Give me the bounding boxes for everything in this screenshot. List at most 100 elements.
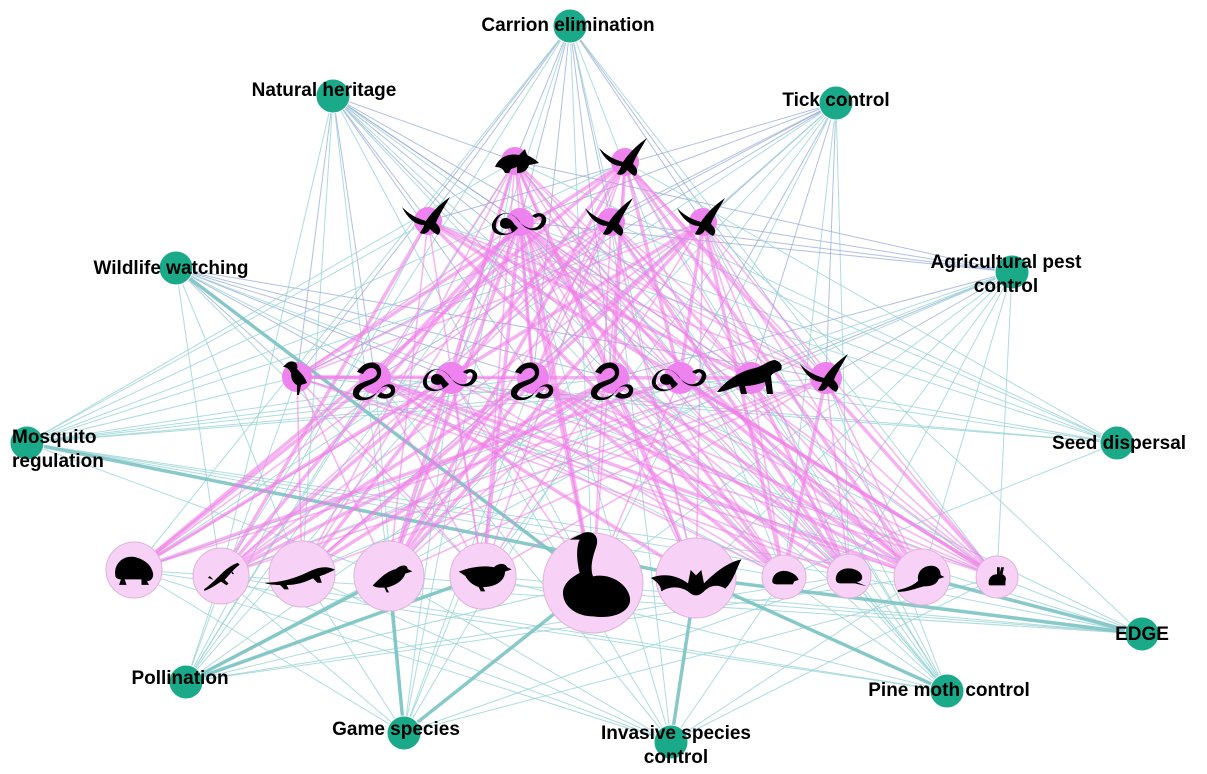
service-edge bbox=[296, 25, 571, 378]
service-label-wildlife: Wildlife watching bbox=[94, 258, 249, 279]
species-node-songbird[interactable] bbox=[353, 540, 425, 612]
trophic-edge bbox=[133, 377, 752, 571]
species-node-fox[interactable] bbox=[495, 147, 539, 175]
service-node-heritage[interactable] bbox=[315, 78, 351, 114]
trophic-edge bbox=[450, 221, 612, 379]
species-node-eagle-b[interactable] bbox=[677, 198, 725, 236]
service-edge-strong bbox=[185, 574, 484, 684]
service-node-pine[interactable] bbox=[929, 673, 965, 709]
service-edge-strong bbox=[921, 575, 1143, 636]
species-node-marten[interactable] bbox=[717, 360, 782, 394]
service-edge bbox=[996, 271, 1013, 578]
species-node-vulture[interactable] bbox=[599, 138, 647, 176]
trophic-edge-strong bbox=[782, 377, 828, 578]
species-node-mouse[interactable] bbox=[893, 548, 951, 606]
service-edge bbox=[26, 160, 516, 444]
service-node-pollination[interactable] bbox=[168, 664, 204, 700]
service-label-line: Pine moth control bbox=[868, 680, 1030, 701]
service-node-wildlife[interactable] bbox=[158, 250, 194, 286]
service-circle bbox=[158, 250, 194, 286]
trophic-edge bbox=[450, 377, 785, 578]
species-node-snake-f[interactable] bbox=[651, 362, 707, 394]
trophic-edge-strong bbox=[387, 220, 705, 578]
service-edge bbox=[514, 25, 571, 162]
service-label-line: regulation bbox=[12, 451, 104, 472]
trophic-edge bbox=[482, 377, 827, 577]
trophic-edge bbox=[133, 377, 452, 571]
species-node-snake-a[interactable] bbox=[491, 208, 547, 236]
service-node-edge[interactable] bbox=[1124, 616, 1160, 652]
species-node-toad[interactable] bbox=[105, 541, 163, 599]
service-edge bbox=[388, 575, 672, 743]
trophic-edge-strong bbox=[219, 220, 430, 577]
service-label-line: Mosquito bbox=[12, 427, 96, 448]
trophic-edge bbox=[695, 221, 704, 579]
species-node-snake-b[interactable] bbox=[352, 362, 396, 401]
species-node-eagle-c[interactable] bbox=[800, 354, 848, 394]
service-edge bbox=[750, 271, 1013, 379]
service-edge bbox=[403, 160, 516, 734]
service-circle bbox=[315, 78, 351, 114]
service-edge bbox=[220, 575, 405, 734]
trophic-edge bbox=[702, 221, 752, 379]
service-edge bbox=[185, 376, 298, 683]
trophic-edge-strong bbox=[219, 220, 522, 578]
service-edge bbox=[783, 102, 837, 578]
service-label-line: Agricultural pest bbox=[931, 252, 1083, 273]
trophic-edge bbox=[514, 160, 681, 379]
service-edge bbox=[702, 221, 1143, 635]
trophic-edge bbox=[750, 377, 785, 578]
species-node-sparrow[interactable] bbox=[449, 542, 517, 610]
species-node-snake-e[interactable] bbox=[590, 362, 634, 401]
service-node-tick[interactable] bbox=[818, 85, 854, 121]
service-label-line: Carrion elimination bbox=[481, 15, 654, 36]
species-node-heron[interactable] bbox=[282, 361, 312, 395]
trophic-edge-strong bbox=[678, 221, 705, 379]
service-node-invasive[interactable] bbox=[653, 724, 689, 760]
service-node-agri[interactable] bbox=[994, 254, 1030, 290]
service-label-line: control bbox=[644, 747, 708, 768]
service-edge-strong bbox=[174, 266, 595, 585]
service-node-game[interactable] bbox=[386, 715, 422, 751]
species-node-bat[interactable] bbox=[650, 537, 742, 619]
species-node-vole[interactable] bbox=[826, 553, 872, 599]
species-node-goose[interactable] bbox=[542, 532, 644, 634]
trophic-edge bbox=[220, 377, 827, 577]
service-node-carrion[interactable] bbox=[552, 8, 588, 44]
service-edge bbox=[185, 220, 429, 683]
trophic-edge bbox=[610, 221, 998, 578]
species-node-eagle-a[interactable] bbox=[402, 197, 450, 235]
service-edge bbox=[610, 221, 672, 743]
trophic-edge bbox=[296, 221, 612, 378]
service-edge bbox=[332, 95, 516, 162]
service-edge bbox=[514, 160, 1118, 444]
service-node-seed[interactable] bbox=[1099, 425, 1135, 461]
service-edge bbox=[220, 25, 571, 577]
service-node-mosquito[interactable] bbox=[9, 425, 45, 461]
trophic-edge bbox=[374, 377, 484, 577]
service-label-agri: Agricultural pest control bbox=[931, 252, 1083, 297]
service-edge bbox=[825, 102, 837, 379]
species-node-snake-c[interactable] bbox=[422, 362, 478, 394]
service-edge bbox=[185, 221, 521, 683]
service-edge bbox=[220, 95, 334, 577]
trophic-edge bbox=[519, 221, 681, 379]
species-node-shrew[interactable] bbox=[761, 554, 807, 600]
service-label-line: control bbox=[974, 276, 1038, 297]
service-edge bbox=[750, 377, 948, 692]
service-label-pine: Pine moth control bbox=[868, 680, 1030, 701]
species-node-lizard[interactable] bbox=[264, 540, 336, 608]
service-edge bbox=[569, 25, 998, 578]
species-node-rabbit[interactable] bbox=[975, 555, 1019, 599]
service-label-line: Tick control bbox=[782, 90, 889, 111]
species-node-snake-d[interactable] bbox=[510, 362, 554, 401]
species-node-gecko[interactable] bbox=[192, 547, 250, 605]
service-circle bbox=[168, 664, 204, 700]
trophic-edge-strong bbox=[374, 376, 697, 580]
service-edge bbox=[670, 576, 923, 743]
service-edge bbox=[427, 220, 1118, 444]
species-node-falcon[interactable] bbox=[585, 198, 633, 236]
service-label-mosquito: Mosquito regulation bbox=[12, 427, 104, 472]
service-edge bbox=[26, 376, 298, 444]
